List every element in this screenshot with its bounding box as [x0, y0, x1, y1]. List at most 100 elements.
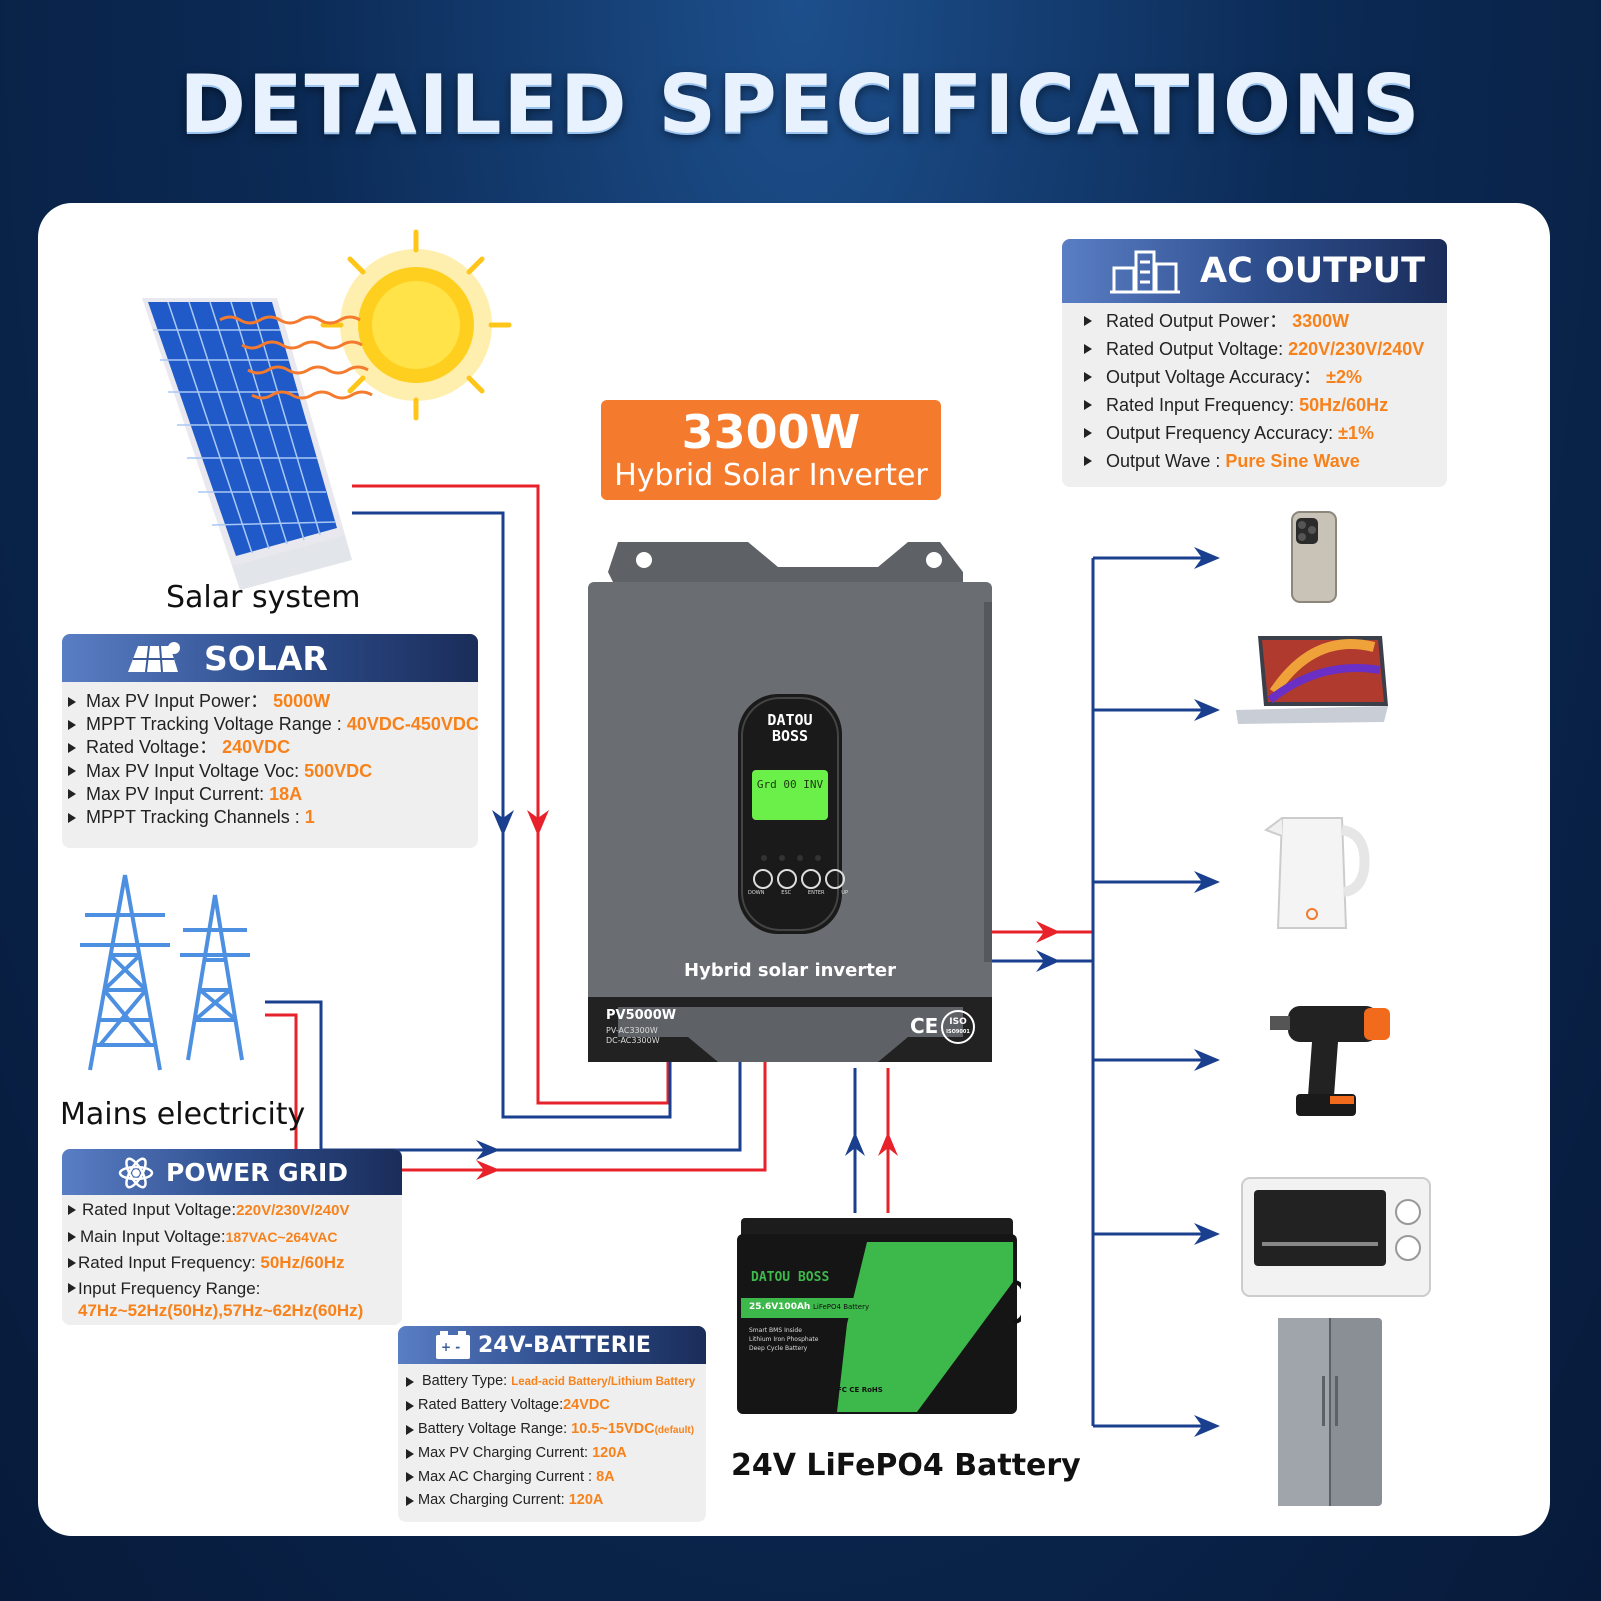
spec-max-pv-charging-current: Max PV Charging Current: 120A: [406, 1442, 706, 1465]
battery-cert-marks: FC CE RoHS: [837, 1386, 883, 1394]
spec-label: Battery Voltage Range:: [418, 1420, 572, 1437]
spec-output-frequency-accuracy: Output Frequency Accuracy: ±1%: [1084, 419, 1447, 447]
brand-line-1: DATOU: [767, 711, 813, 729]
battery-brand: DATOU BOSS: [751, 1270, 830, 1285]
svg-text:+ -: + -: [441, 1340, 460, 1354]
sun-rays-arrows: [219, 315, 373, 400]
spec-value: 5000W: [273, 691, 331, 711]
spec-battery-type: Battery Type: Lead-acid Battery/Lithium …: [406, 1370, 706, 1394]
power-grid-spec-panel: POWER GRID Rated Input Voltage:220V/230V…: [62, 1149, 402, 1325]
battery-spec-label: 25.6V100Ah: [749, 1302, 811, 1312]
battery-negative-line: [845, 1068, 865, 1213]
inverter-body: [588, 542, 992, 1062]
spec-value: 500VDC: [304, 760, 373, 781]
lifepo4-battery-device: DATOU BOSS 25.6V100Ah LiFePO4 Battery Sm…: [737, 1212, 1021, 1417]
kettle-icon: [1263, 817, 1370, 929]
solar-panel-header: SOLAR: [62, 634, 478, 682]
spec-rated-output-power: Rated Output Power： 3300W: [1084, 307, 1447, 335]
spec-label: Rated Voltage：: [86, 737, 223, 758]
solar-positive-line: [352, 484, 670, 1105]
iso-sub-label: ISO9001: [946, 1029, 970, 1035]
inverter-device: DATOU BOSS Grd 00 INV DOWN ESC ENTER UP …: [588, 542, 992, 1062]
battery-positive-line: [878, 1068, 898, 1213]
ac-output-panel-title: AC OUTPUT: [1200, 251, 1425, 291]
spec-label: MPPT Tracking Channels :: [86, 807, 305, 828]
spec-value: Lead-acid Battery/Lithium Battery: [511, 1376, 696, 1388]
model-name: PV5000W: [606, 1008, 677, 1023]
spec-value: 120A: [568, 1492, 604, 1509]
battery-spec-list: Battery Type: Lead-acid Battery/Lithium …: [398, 1364, 706, 1512]
enter-button[interactable]: ENTER: [807, 890, 825, 896]
solar-panel-title: SOLAR: [204, 638, 328, 678]
up-button[interactable]: UP: [841, 890, 848, 896]
battery-desc-2: Lithium Iron Phosphate: [749, 1336, 819, 1343]
spec-value: ±2%: [1326, 367, 1363, 387]
iso-mark: ISO ISO9001: [941, 1010, 975, 1044]
spec-max-charging-current: Max Charging Current: 120A: [406, 1489, 706, 1512]
battery-desc-3: Deep Cycle Battery: [749, 1345, 808, 1352]
spec-rated-output-voltage: Rated Output Voltage: 220V/230V/240V: [1084, 335, 1447, 363]
mains-electricity-caption: Mains electricity: [60, 1097, 306, 1132]
spec-rated-input-frequency: Rated Input Frequency: 50Hz/60Hz: [1084, 391, 1447, 419]
solar-panel-icon: [142, 298, 352, 590]
spec-value: 18A: [269, 783, 303, 804]
ac-output-spec-list: Rated Output Power： 3300W Rated Output V…: [1062, 303, 1447, 475]
spec-value: 24VDC: [563, 1397, 610, 1414]
spec-label: Max AC Charging Current :: [418, 1468, 597, 1485]
spec-value: 3300W: [1292, 311, 1350, 331]
spec-max-pv-voc: Max PV Input Voltage Voc: 500VDC: [68, 760, 478, 783]
inverter-brand: DATOU BOSS: [738, 712, 842, 744]
spec-value: 10.5~15VDC: [571, 1420, 655, 1437]
esc-button[interactable]: ESC: [781, 890, 792, 896]
model-sub-1: PV-AC3300W: [606, 1026, 658, 1035]
battery-desc-1: Smart BMS Inside: [749, 1327, 802, 1334]
spec-input-frequency-range-value: 47Hz~52Hz(50Hz),57Hz~62Hz(60Hz): [78, 1301, 364, 1320]
spec-value: ±1%: [1338, 423, 1375, 443]
iso-label: ISO: [949, 1017, 967, 1027]
lcd-display: Grd 00 INV: [756, 778, 824, 791]
spec-label: Rated Output Voltage:: [1106, 339, 1289, 359]
transmission-tower-icon: [80, 874, 250, 1071]
spec-label: Max PV Input Power：: [86, 691, 274, 711]
spec-output-voltage-accuracy: Output Voltage Accuracy： ±2%: [1084, 363, 1447, 391]
atom-icon: [116, 1153, 156, 1191]
spec-output-wave: Output Wave : Pure Sine Wave: [1084, 447, 1447, 475]
solar-negative-line: [352, 511, 672, 1119]
spec-label: Main Input Voltage:: [80, 1226, 226, 1246]
spec-battery-voltage-range: Battery Voltage Range: 10.5~15VDC(defaul…: [406, 1418, 706, 1442]
down-button[interactable]: DOWN: [748, 890, 765, 896]
spec-value: Pure Sine Wave: [1225, 451, 1360, 471]
spec-rated-voltage: Rated Voltage： 240VDC: [68, 736, 478, 759]
product-subtitle: Hybrid Solar Inverter: [614, 458, 928, 493]
spec-max-pv-input-power: Max PV Input Power： 5000W: [68, 690, 478, 713]
spec-max-ac-charging-current: Max AC Charging Current : 8A: [406, 1466, 706, 1489]
factory-icon: [1110, 246, 1180, 296]
brand-line-2: BOSS: [771, 727, 809, 745]
power-grid-panel-header: POWER GRID: [62, 1149, 402, 1195]
inverter-label: Hybrid solar inverter: [684, 960, 896, 981]
spec-label: Rated Input Voltage:: [82, 1200, 237, 1219]
spec-mppt-voltage-range: MPPT Tracking Voltage Range : 40VDC-450V…: [68, 713, 478, 736]
spec-value: 50Hz/60Hz: [260, 1253, 345, 1272]
spec-note: (default): [654, 1424, 695, 1436]
battery-panel-header: + - 24V-BATTERIE: [398, 1326, 706, 1364]
sun-icon: [320, 229, 512, 421]
spec-rated-input-voltage: Rated Input Voltage:220V/230V/240V: [68, 1197, 402, 1224]
spec-rated-battery-voltage: Rated Battery Voltage:24VDC: [406, 1394, 706, 1417]
spec-rated-input-frequency-grid: Rated Input Frequency: 50Hz/60Hz: [68, 1250, 402, 1276]
power-grid-panel-title: POWER GRID: [166, 1157, 349, 1187]
spec-label: Max PV Input Current:: [86, 783, 270, 804]
ac-output-lines: [992, 547, 1220, 1437]
spec-max-pv-current: Max PV Input Current: 18A: [68, 783, 478, 806]
ac-output-spec-panel: AC OUTPUT Rated Output Power： 3300W Rate…: [1062, 239, 1447, 487]
spec-label: Rated Battery Voltage:: [418, 1397, 564, 1414]
ac-output-panel-header: AC OUTPUT: [1062, 239, 1447, 303]
spec-label: Output Voltage Accuracy：: [1106, 367, 1327, 387]
spec-mppt-channels: MPPT Tracking Channels : 1: [68, 806, 478, 829]
model-sub-2: DC-AC3300W: [606, 1036, 660, 1045]
spec-label: MPPT Tracking Voltage Range :: [86, 714, 347, 735]
spec-label: Output Frequency Accuracy:: [1106, 423, 1339, 443]
solar-icon: [122, 640, 182, 676]
spec-value: 240VDC: [222, 737, 291, 758]
battery-spec-panel: + - 24V-BATTERIE Battery Type: Lead-acid…: [398, 1326, 706, 1522]
